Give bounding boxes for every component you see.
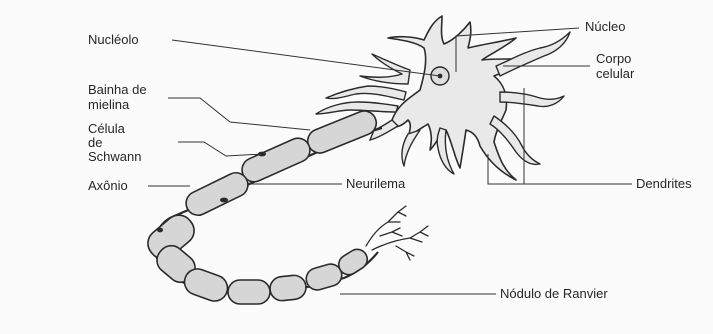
leader-nucleolo: [172, 40, 440, 76]
label-celula-3: Schwann: [88, 149, 141, 164]
leader-dendrites: [488, 154, 632, 184]
label-neurilema: Neurilema: [346, 176, 406, 191]
label-corpo-2: celular: [596, 66, 635, 81]
myelin-segment: [182, 169, 252, 220]
myelin-segment: [238, 134, 314, 185]
label-nucleo: Núcleo: [585, 19, 625, 34]
leader-bainha: [168, 98, 310, 130]
label-celula-1: Célula: [88, 121, 126, 136]
myelin-segment: [228, 280, 270, 304]
label-bainha-2: mielina: [88, 97, 130, 112]
label-nodulo: Nódulo de Ranvier: [500, 286, 608, 301]
dendrite-right-upper: [496, 32, 570, 76]
label-nucleolo: Nucléolo: [88, 32, 139, 47]
myelin-segment: [269, 274, 307, 302]
label-celula-2: de: [88, 135, 102, 150]
myelin-sheath: [142, 107, 380, 304]
schwann-nucleus: [157, 228, 163, 233]
schwann-nucleus: [220, 198, 228, 203]
dendrite-left-mid: [326, 86, 406, 100]
label-dendrites: Dendrites: [636, 176, 692, 191]
label-axonio: Axônio: [88, 178, 128, 193]
myelin-segment: [304, 107, 380, 156]
dendrite-right-mid: [500, 92, 564, 107]
leader-celula: [178, 142, 262, 156]
dendrite-bottom-left: [402, 130, 420, 166]
axon-terminal: [366, 206, 428, 260]
label-corpo-1: Corpo: [596, 51, 631, 66]
label-bainha-1: Bainha de: [88, 82, 147, 97]
